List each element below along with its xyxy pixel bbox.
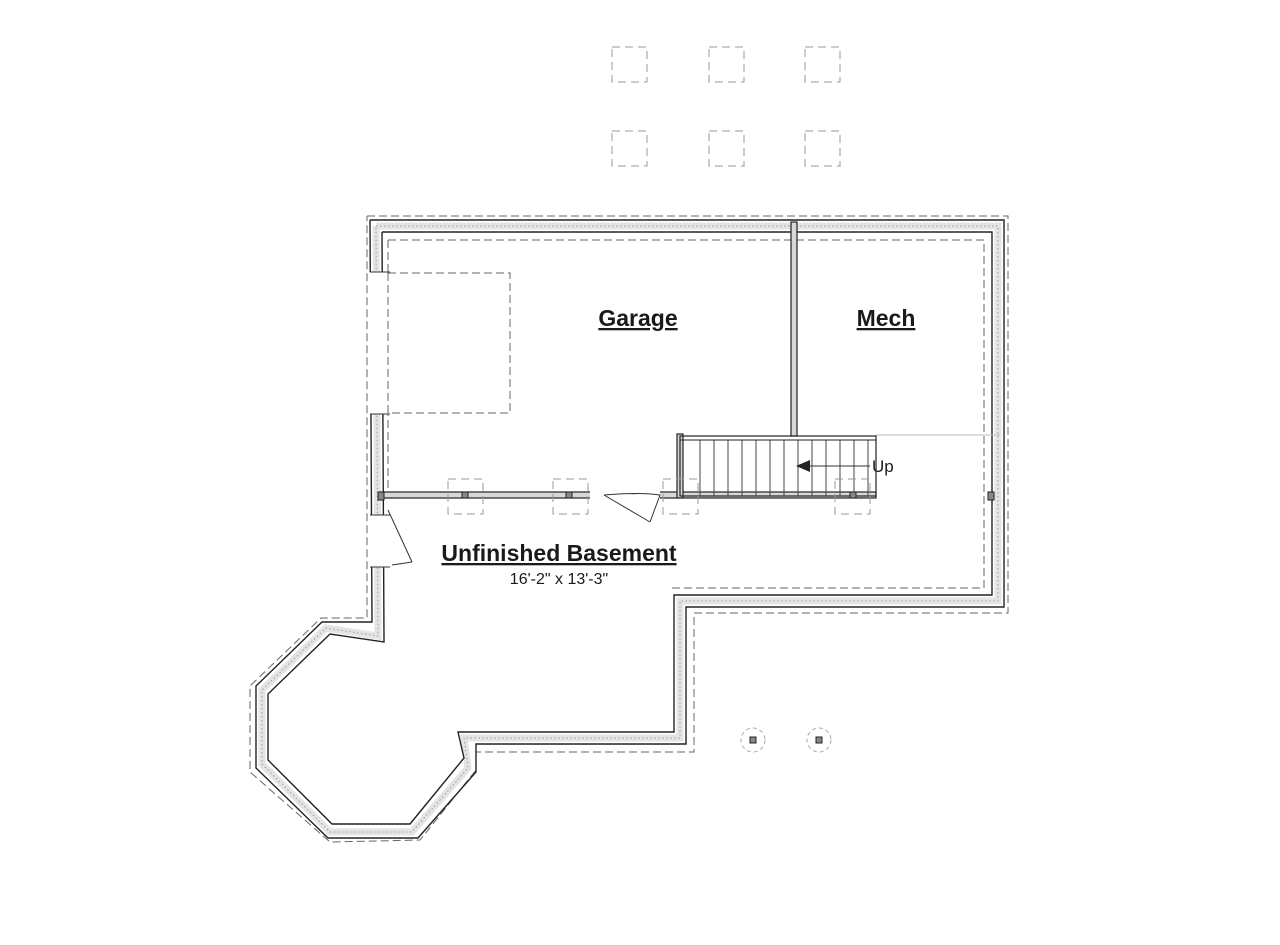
partition-walls bbox=[379, 221, 877, 499]
room-label-garage: Garage bbox=[598, 305, 677, 331]
stair-outline bbox=[679, 435, 877, 497]
inner-dashed-lines bbox=[387, 239, 985, 589]
round-piers bbox=[740, 727, 832, 753]
footing-square bbox=[834, 478, 871, 515]
stairs bbox=[679, 435, 877, 497]
garage-dashed-area bbox=[387, 272, 511, 414]
column-footings bbox=[447, 46, 871, 515]
footing-square bbox=[662, 478, 699, 515]
foundation-outline bbox=[249, 215, 1009, 843]
stair-up-label: Up bbox=[872, 457, 894, 476]
foundation-walls bbox=[255, 219, 1005, 839]
footing-square bbox=[611, 46, 648, 83]
room-label-mech: Mech bbox=[857, 305, 916, 331]
room-label-basement: Unfinished Basement bbox=[441, 540, 676, 566]
door-swing bbox=[387, 491, 661, 566]
footing-square bbox=[804, 46, 841, 83]
footing-square bbox=[708, 130, 745, 167]
footing-square bbox=[804, 130, 841, 167]
footing-square bbox=[708, 46, 745, 83]
left-wall-openings bbox=[368, 271, 390, 568]
post-markers bbox=[377, 491, 995, 501]
room-dimensions-basement: 16'-2" x 13'-3" bbox=[510, 571, 608, 588]
footing-square bbox=[552, 478, 589, 515]
stair-arrow bbox=[796, 460, 870, 472]
footing-square bbox=[611, 130, 648, 167]
footing-square bbox=[447, 478, 484, 515]
